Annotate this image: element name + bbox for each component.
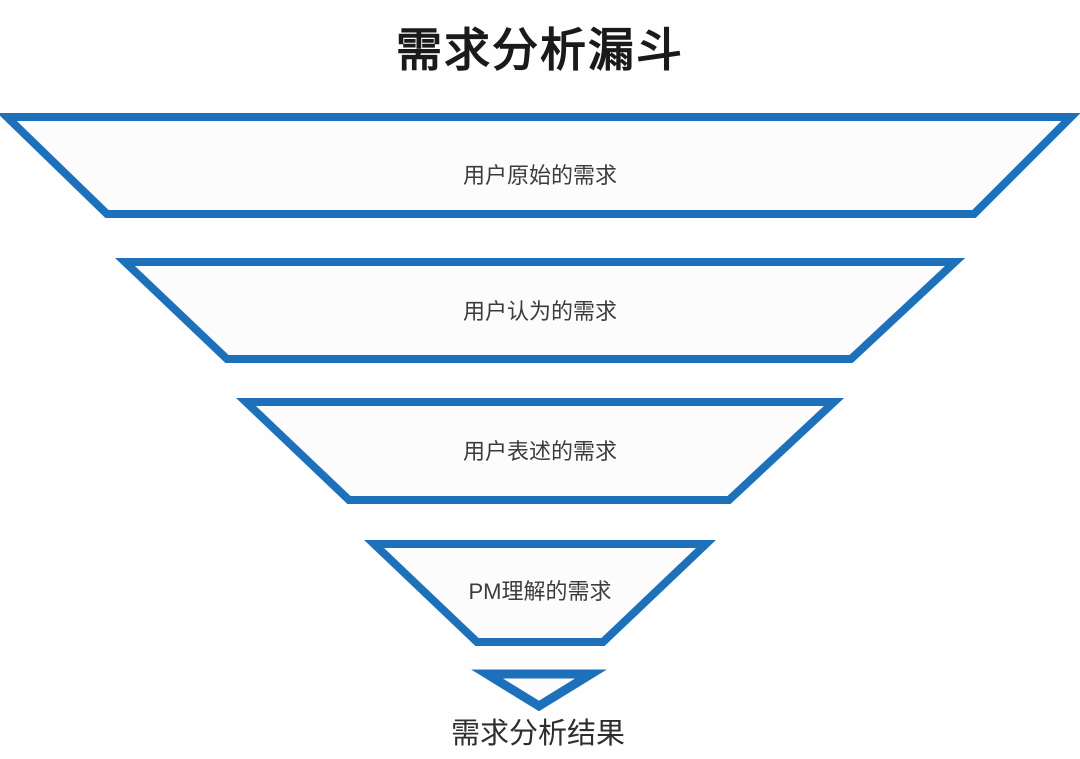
funnel-level-3-label: 用户表述的需求 — [463, 439, 617, 464]
funnel-level-1-label: 用户原始的需求 — [463, 163, 617, 188]
funnel-level-4-shape — [363, 540, 717, 646]
funnel-level-3-shape — [235, 398, 845, 504]
funnel-level-2-shape — [114, 258, 966, 363]
funnel-level-4-label: PM理解的需求 — [468, 579, 611, 604]
funnel-level-5-shape — [471, 669, 607, 712]
funnel-level-1-shape — [0, 113, 1080, 218]
funnel-result-label: 需求分析结果 — [451, 717, 625, 750]
page-title: 需求分析漏斗 — [396, 24, 684, 76]
funnel-level-2-label: 用户认为的需求 — [463, 299, 617, 324]
